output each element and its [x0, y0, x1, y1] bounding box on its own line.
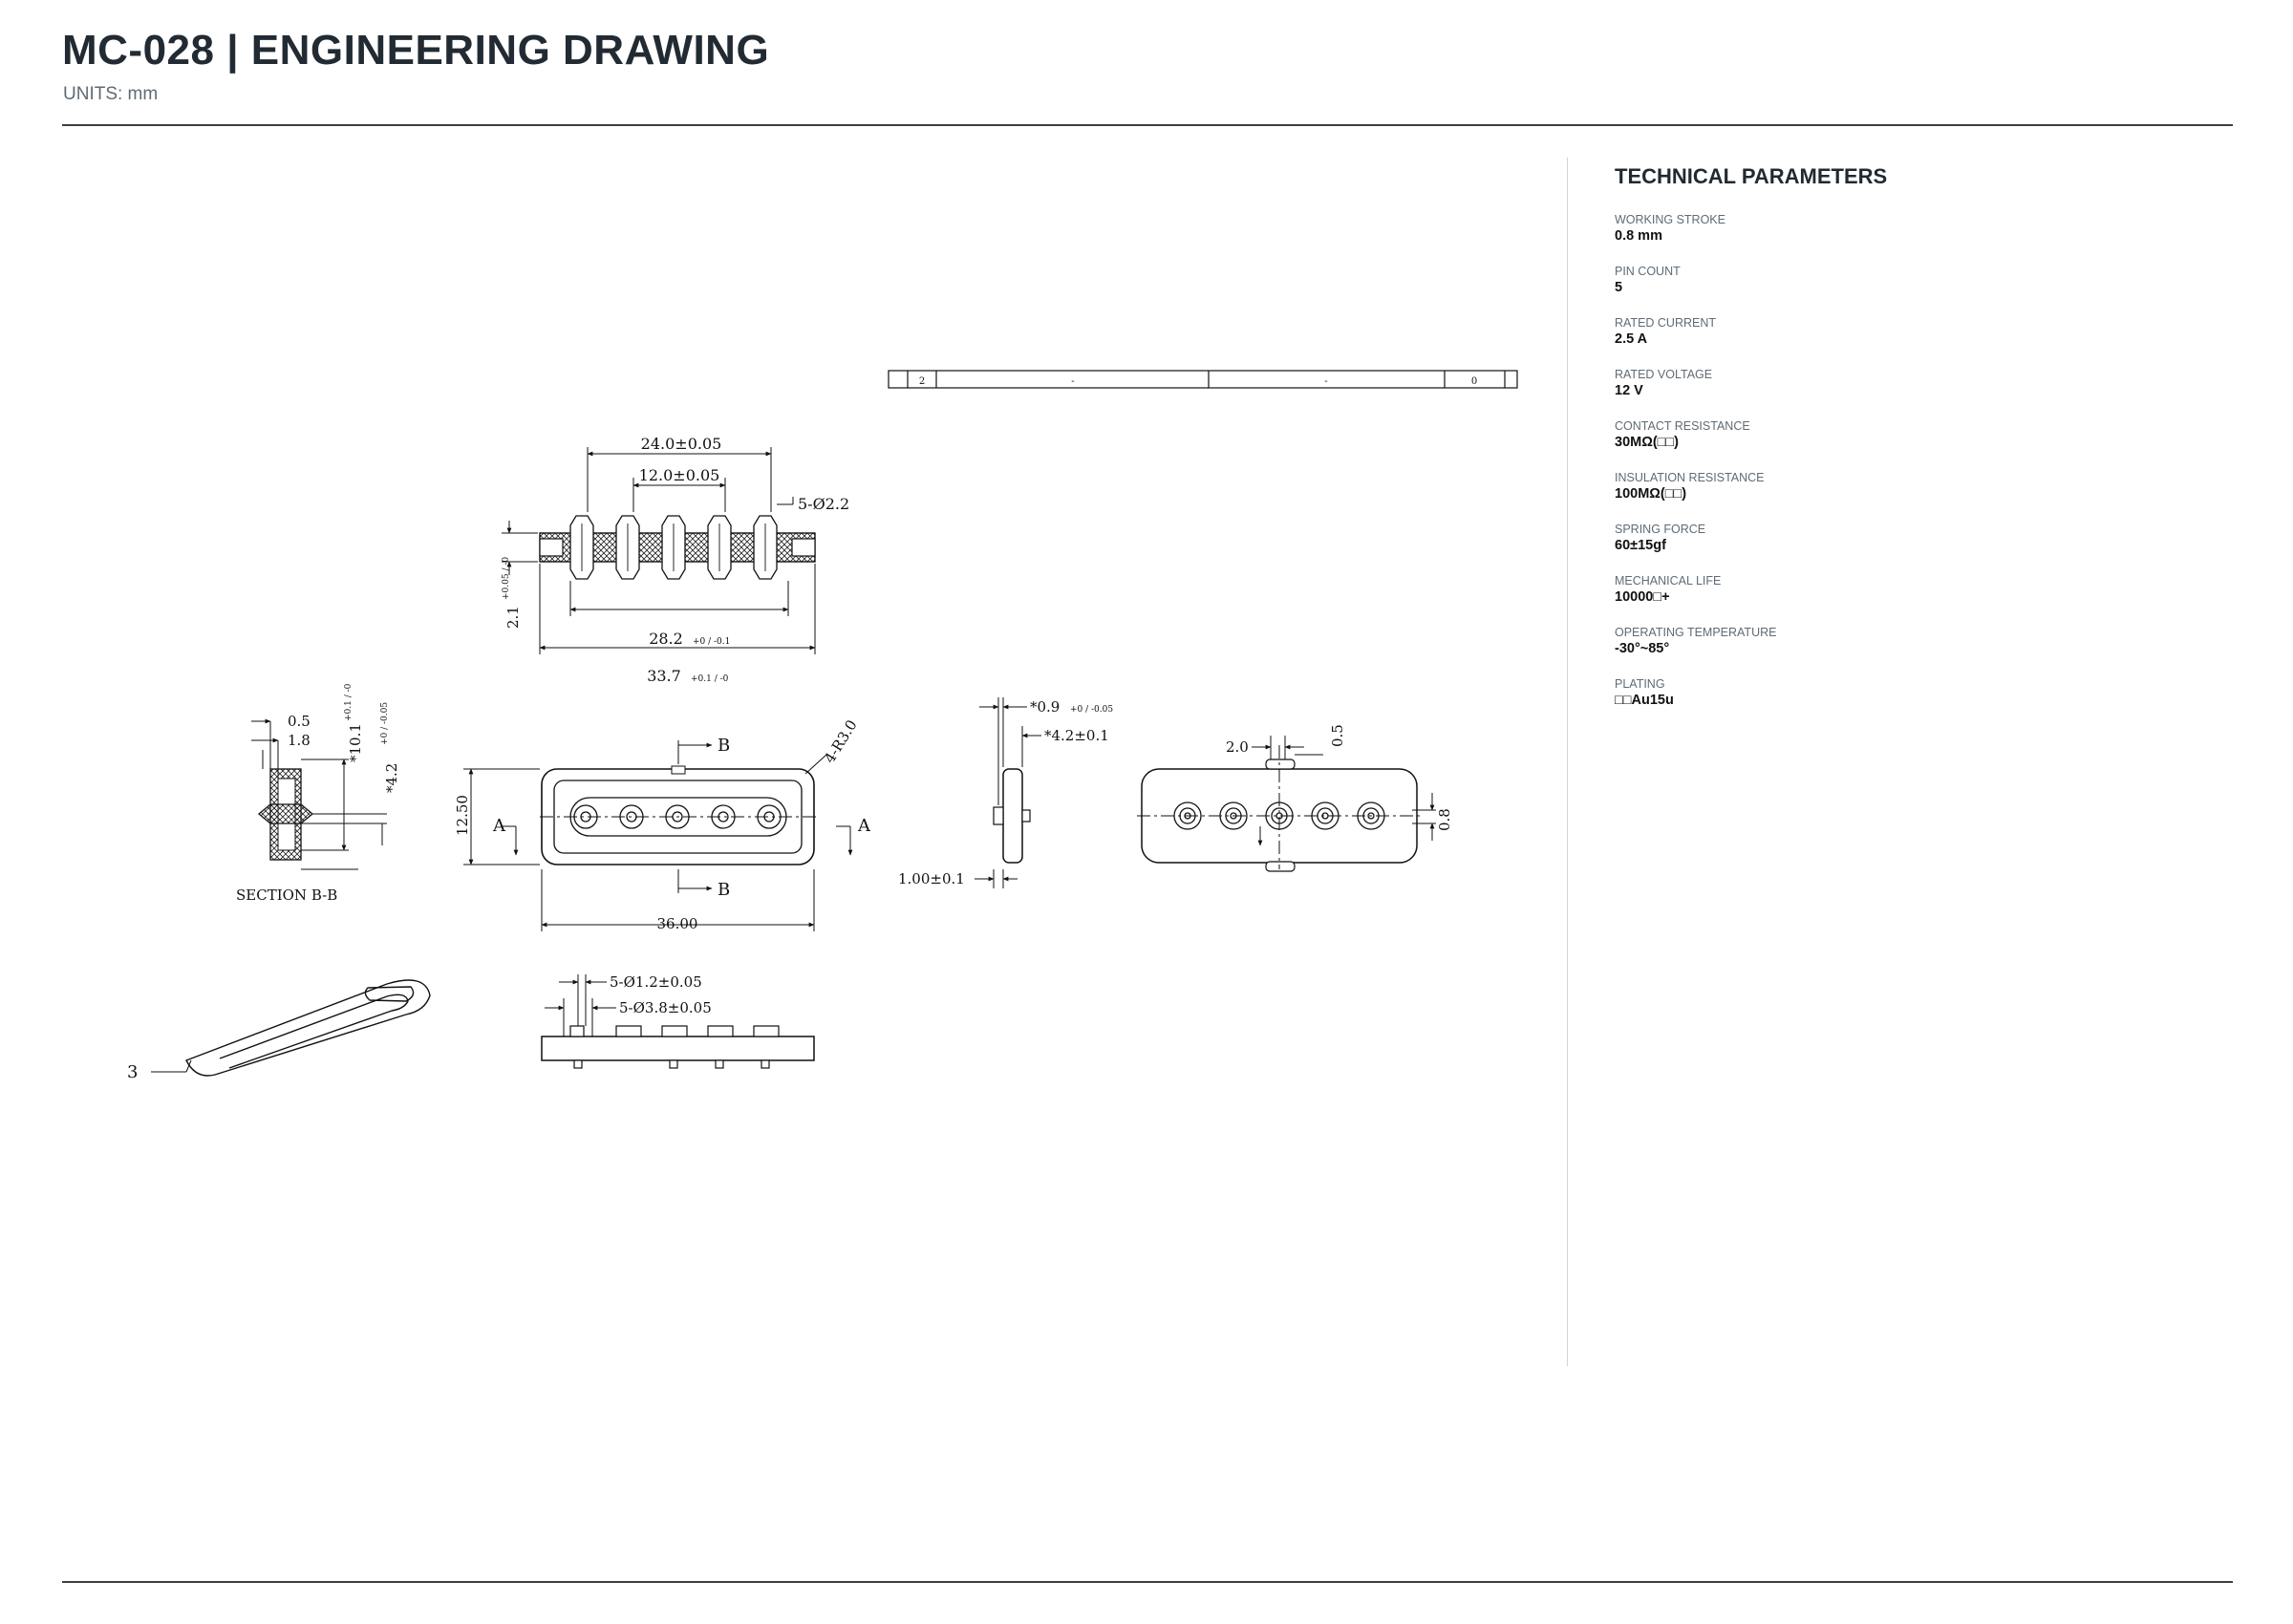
section-dim-3-tolerance: +0.1 / -0	[344, 683, 354, 721]
pcb-dim-2: 5-Ø3.8±0.05	[619, 999, 712, 1016]
parameter-value: 100MΩ(□□)	[1615, 486, 1687, 502]
side-dim-1: *0.9	[1030, 698, 1060, 716]
parameter-label: OPERATING TEMPERATURE	[1615, 626, 1777, 639]
parameter-item: WORKING STROKE 0.8 mm	[1615, 212, 2226, 246]
side-view: *0.9 +0 / -0.05 *4.2±0.1 1.00±0.1	[898, 697, 1113, 888]
parameter-value: □□Au15u	[1615, 693, 1674, 708]
dim-length: 36.00	[657, 915, 698, 932]
parameter-label: RATED CURRENT	[1615, 316, 1717, 330]
section-marker-a: A	[492, 816, 506, 836]
side-dim-2: *4.2±0.1	[1044, 727, 1109, 744]
parameter-item: MECHANICAL LIFE 10000□+	[1615, 573, 2226, 607]
parameter-item: RATED CURRENT 2.5 A	[1615, 315, 2226, 349]
pcb-side-view: 5-Ø1.2±0.05 5-Ø3.8±0.05	[541, 973, 815, 1069]
dim-outer-length: 33.7	[647, 667, 681, 685]
parameter-label: CONTACT RESISTANCE	[1615, 419, 1750, 433]
side-dim-1-tolerance: +0 / -0.05	[1070, 705, 1113, 715]
parameter-item: INSULATION RESISTANCE 100MΩ(□□)	[1615, 470, 2226, 503]
dim-pitch-total: 24.0±0.05	[641, 435, 722, 453]
dim-corner-radius: 4-R3.0	[821, 716, 861, 766]
parameter-value: 12 V	[1615, 383, 1643, 398]
dim-height: 2.1	[504, 606, 522, 629]
parameter-item: OPERATING TEMPERATURE -30°~85°	[1615, 625, 2226, 658]
bottom-dim-2: 0.5	[1329, 724, 1346, 747]
section-dim-2: 1.8	[288, 732, 311, 749]
section-dim-1: 0.5	[288, 713, 311, 730]
dim-outer-tolerance: +0.1 / -0	[691, 674, 729, 684]
parameter-value: 30MΩ(□□)	[1615, 435, 1680, 450]
section-dim-3: *10.1	[347, 723, 364, 762]
parameter-item: PIN COUNT 5	[1615, 264, 2226, 297]
title-block-cell: -	[1324, 376, 1327, 387]
title-block	[888, 370, 1518, 389]
parameter-item: SPRING FORCE 60±15gf	[1615, 522, 2226, 555]
dim-width: 12.50	[454, 795, 471, 836]
dim-pitch: 12.0±0.05	[639, 466, 720, 484]
section-marker-a: A	[857, 816, 871, 836]
section-marker-b: B	[718, 880, 730, 900]
pin-callout: 3	[127, 1062, 138, 1082]
parameter-label: INSULATION RESISTANCE	[1615, 471, 1765, 484]
section-marker-b: B	[718, 736, 730, 756]
dim-height-tolerance: +0.05 / -0	[502, 557, 511, 600]
title-block-cell: 0	[1471, 376, 1477, 387]
section-dim-4-tolerance: +0 / -0.05	[380, 702, 390, 745]
parameter-label: WORKING STROKE	[1615, 213, 1725, 226]
parameter-item: PLATING □□Au15u	[1615, 676, 2226, 710]
bottom-view: 2.0 0.5 0.8	[1137, 724, 1453, 872]
parameters-heading: TECHNICAL PARAMETERS	[1615, 164, 1888, 188]
side-dim-3: 1.00±0.1	[898, 870, 965, 887]
parameter-item: RATED VOLTAGE 12 V	[1615, 367, 2226, 400]
parameter-label: MECHANICAL LIFE	[1615, 574, 1722, 588]
dim-holes: 5-Ø2.2	[798, 495, 849, 513]
engineering-drawing: 2 - - 0	[127, 370, 1518, 1082]
dim-inner-length: 28.2	[649, 630, 683, 648]
front-view: 24.0±0.05 12.0±0.05 5-Ø2.2 28.2 +0 / -0.…	[502, 435, 849, 685]
parameter-value: -30°~85°	[1615, 641, 1670, 656]
footer-rule	[62, 1581, 2233, 1583]
pcb-dim-1: 5-Ø1.2±0.05	[610, 973, 702, 991]
header-rule	[62, 124, 2233, 126]
section-dim-4: *4.2	[383, 763, 400, 793]
dim-inner-tolerance: +0 / -0.1	[693, 637, 730, 647]
parameter-value: 5	[1615, 280, 1623, 295]
parameter-item: CONTACT RESISTANCE 30MΩ(□□)	[1615, 418, 2226, 452]
page-title: MC-028 | ENGINEERING DRAWING	[62, 27, 770, 74]
section-label: SECTION B-B	[236, 887, 337, 904]
pin-perspective-view	[151, 979, 431, 1077]
section-bb-view: 0.5 1.8 *10.1 +0.1 / -0 *4.2 +0 / -0.05 …	[236, 683, 400, 904]
parameter-label: PLATING	[1615, 677, 1665, 691]
parameter-value: 2.5 A	[1615, 331, 1648, 347]
parameter-value: 60±15gf	[1615, 538, 1666, 553]
technical-parameters-panel: TECHNICAL PARAMETERS WORKING STROKE 0.8 …	[1615, 164, 2226, 728]
bottom-dim-3: 0.8	[1436, 808, 1453, 831]
parameter-label: RATED VOLTAGE	[1615, 368, 1713, 381]
panel-divider	[1567, 158, 1568, 1366]
units-label: UNITS: mm	[63, 84, 159, 104]
parameter-label: SPRING FORCE	[1615, 523, 1706, 536]
parameter-label: PIN COUNT	[1615, 265, 1681, 278]
parameter-value: 0.8 mm	[1615, 228, 1662, 244]
bottom-dim-1: 2.0	[1226, 738, 1249, 756]
parameter-value: 10000□+	[1615, 589, 1670, 605]
plan-view: B B A A 4-R3.0 12.50 36.00	[454, 716, 871, 932]
title-block-cell: -	[1071, 376, 1074, 387]
title-block-cell: 2	[919, 376, 925, 387]
